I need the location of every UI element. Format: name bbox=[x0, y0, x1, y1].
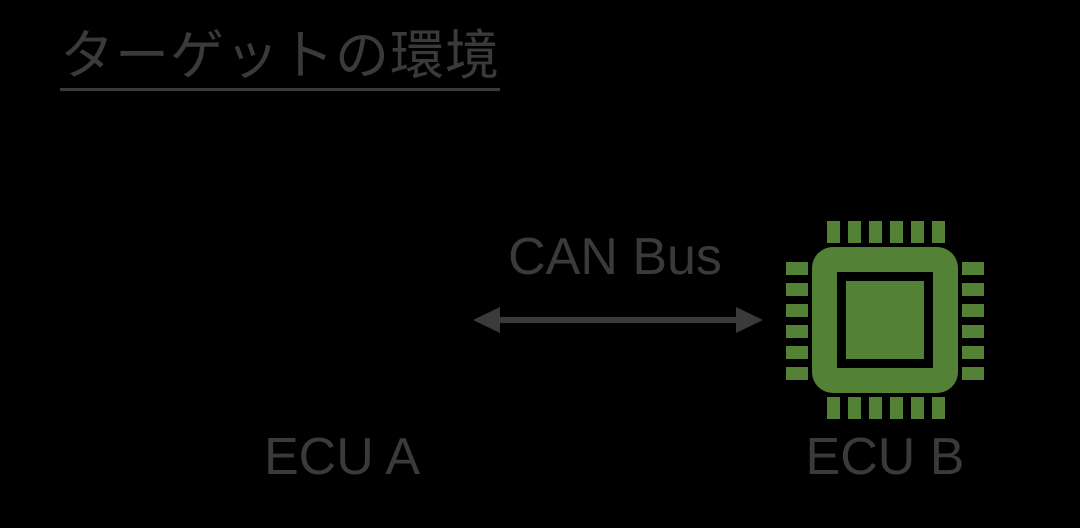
ecu-a-label: ECU A bbox=[263, 428, 421, 486]
microchip-icon bbox=[786, 221, 984, 419]
ecu-a-node bbox=[240, 218, 444, 422]
can-bus-label: CAN Bus bbox=[508, 228, 722, 286]
ecu-b-label: ECU B bbox=[805, 428, 965, 486]
can-bus-arrow-icon bbox=[473, 307, 763, 333]
page-title: ターゲットの環境 bbox=[60, 28, 500, 91]
